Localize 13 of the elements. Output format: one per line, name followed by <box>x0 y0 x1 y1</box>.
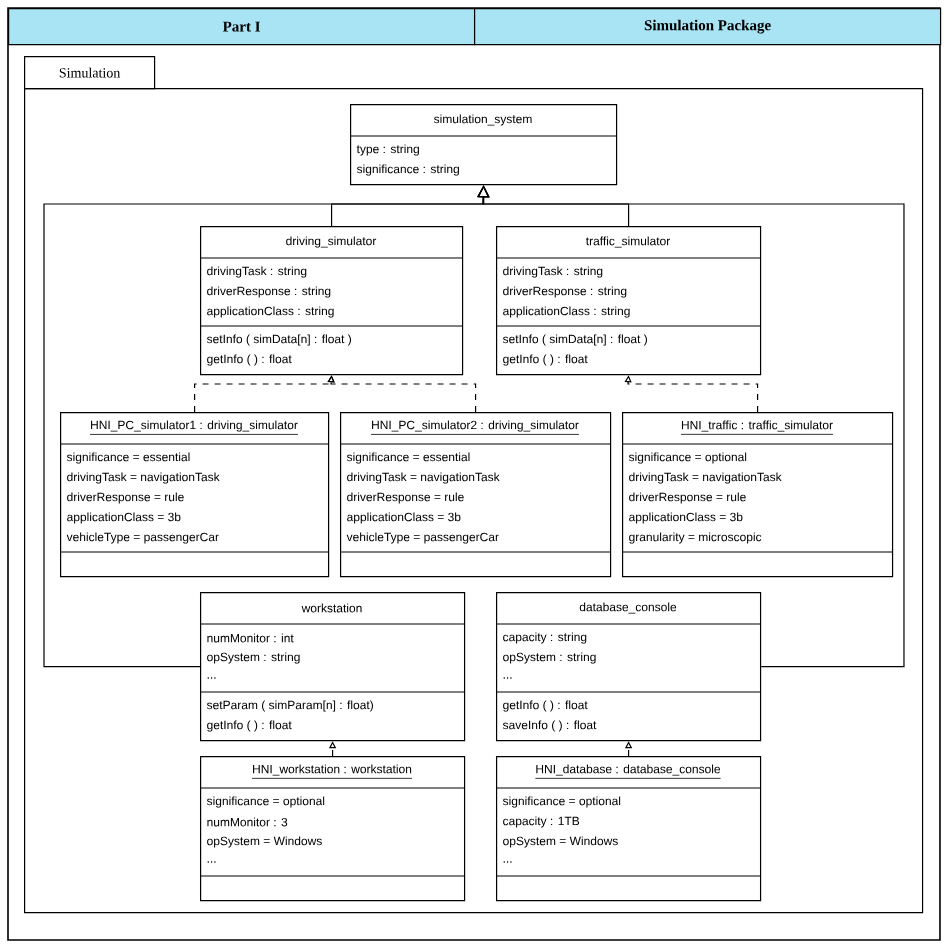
arrow <box>477 185 905 668</box>
class-box <box>495 756 762 902</box>
class-box <box>621 412 894 578</box>
class-box <box>495 226 762 376</box>
class-box <box>199 226 464 376</box>
class-box <box>339 412 612 578</box>
class-box <box>199 756 466 902</box>
class-box <box>59 412 330 578</box>
class-box <box>199 592 466 742</box>
class-box <box>495 592 762 742</box>
class-box <box>349 104 618 186</box>
arrow <box>624 375 759 413</box>
arrow <box>327 375 477 413</box>
